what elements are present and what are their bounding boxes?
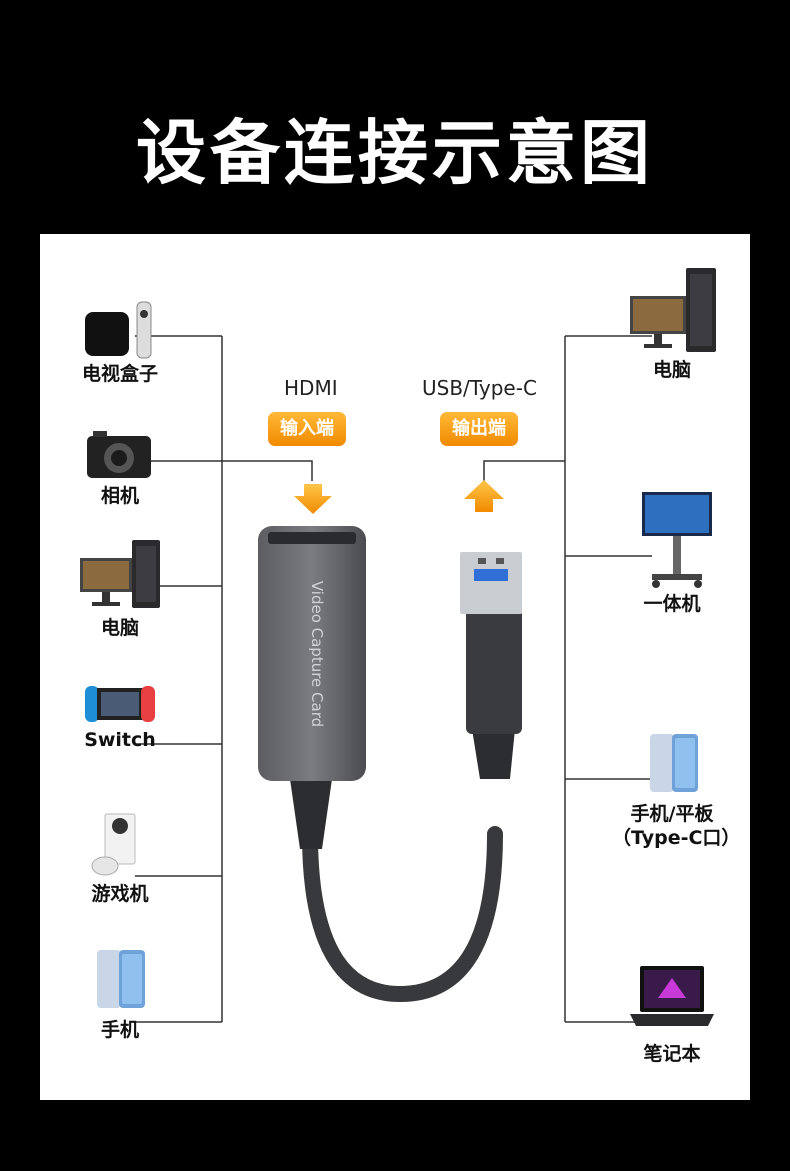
device-label: 游戏机 — [60, 882, 180, 906]
smart-board-icon — [622, 484, 722, 590]
laptop-icon — [622, 960, 722, 1040]
tv-box-icon — [75, 298, 165, 360]
output-tag: 输出端 — [440, 412, 518, 446]
device-smart-board: 一体机 — [612, 484, 732, 616]
device-laptop: 笔记本 — [612, 960, 732, 1066]
input-port-label: HDMI — [284, 376, 338, 400]
device-label-note: （Type-C口） — [612, 826, 732, 850]
page-title: 设备连接示意图 — [0, 108, 790, 198]
camera-icon — [75, 426, 165, 482]
device-label: 电视盒子 — [60, 362, 180, 386]
xbox-icon — [75, 810, 165, 880]
desktop-pc-icon — [622, 262, 722, 356]
device-label: 笔记本 — [612, 1042, 732, 1066]
device-desktop-right: 电脑 — [612, 262, 732, 382]
device-label: 一体机 — [612, 592, 732, 616]
input-arrow-icon — [294, 484, 332, 514]
game-console-icon — [75, 680, 165, 726]
device-label: 手机/平板 — [612, 802, 732, 826]
capture-card: Video Capture Card — [258, 526, 366, 781]
device-phone-left: 手机 — [60, 944, 180, 1042]
device-switch: Switch — [60, 680, 180, 752]
device-tv-box: 电视盒子 — [60, 298, 180, 386]
output-port-label: USB/Type-C — [422, 376, 537, 400]
device-phone-tablet: 手机/平板 （Type-C口） — [612, 728, 732, 850]
usb-plug — [460, 552, 522, 779]
card-print: Video Capture Card — [308, 581, 326, 727]
desktop-pc-icon — [72, 534, 168, 614]
input-tag: 输入端 — [268, 412, 346, 446]
device-xbox: 游戏机 — [60, 810, 180, 906]
device-label: 相机 — [60, 484, 180, 508]
diagram-panel: Video Capture Card HDMI 输入端 USB/Type-C 输… — [40, 234, 750, 1100]
device-desktop-left: 电脑 — [60, 534, 180, 640]
cable — [310, 834, 495, 994]
device-label: Switch — [60, 728, 180, 752]
output-arrow-icon — [464, 480, 504, 512]
device-label: 手机 — [60, 1018, 180, 1042]
strain-relief-left — [290, 779, 332, 849]
device-camera: 相机 — [60, 426, 180, 508]
phone-icon — [622, 728, 722, 800]
device-label: 电脑 — [612, 358, 732, 382]
phone-icon — [75, 944, 165, 1016]
device-label: 电脑 — [60, 616, 180, 640]
